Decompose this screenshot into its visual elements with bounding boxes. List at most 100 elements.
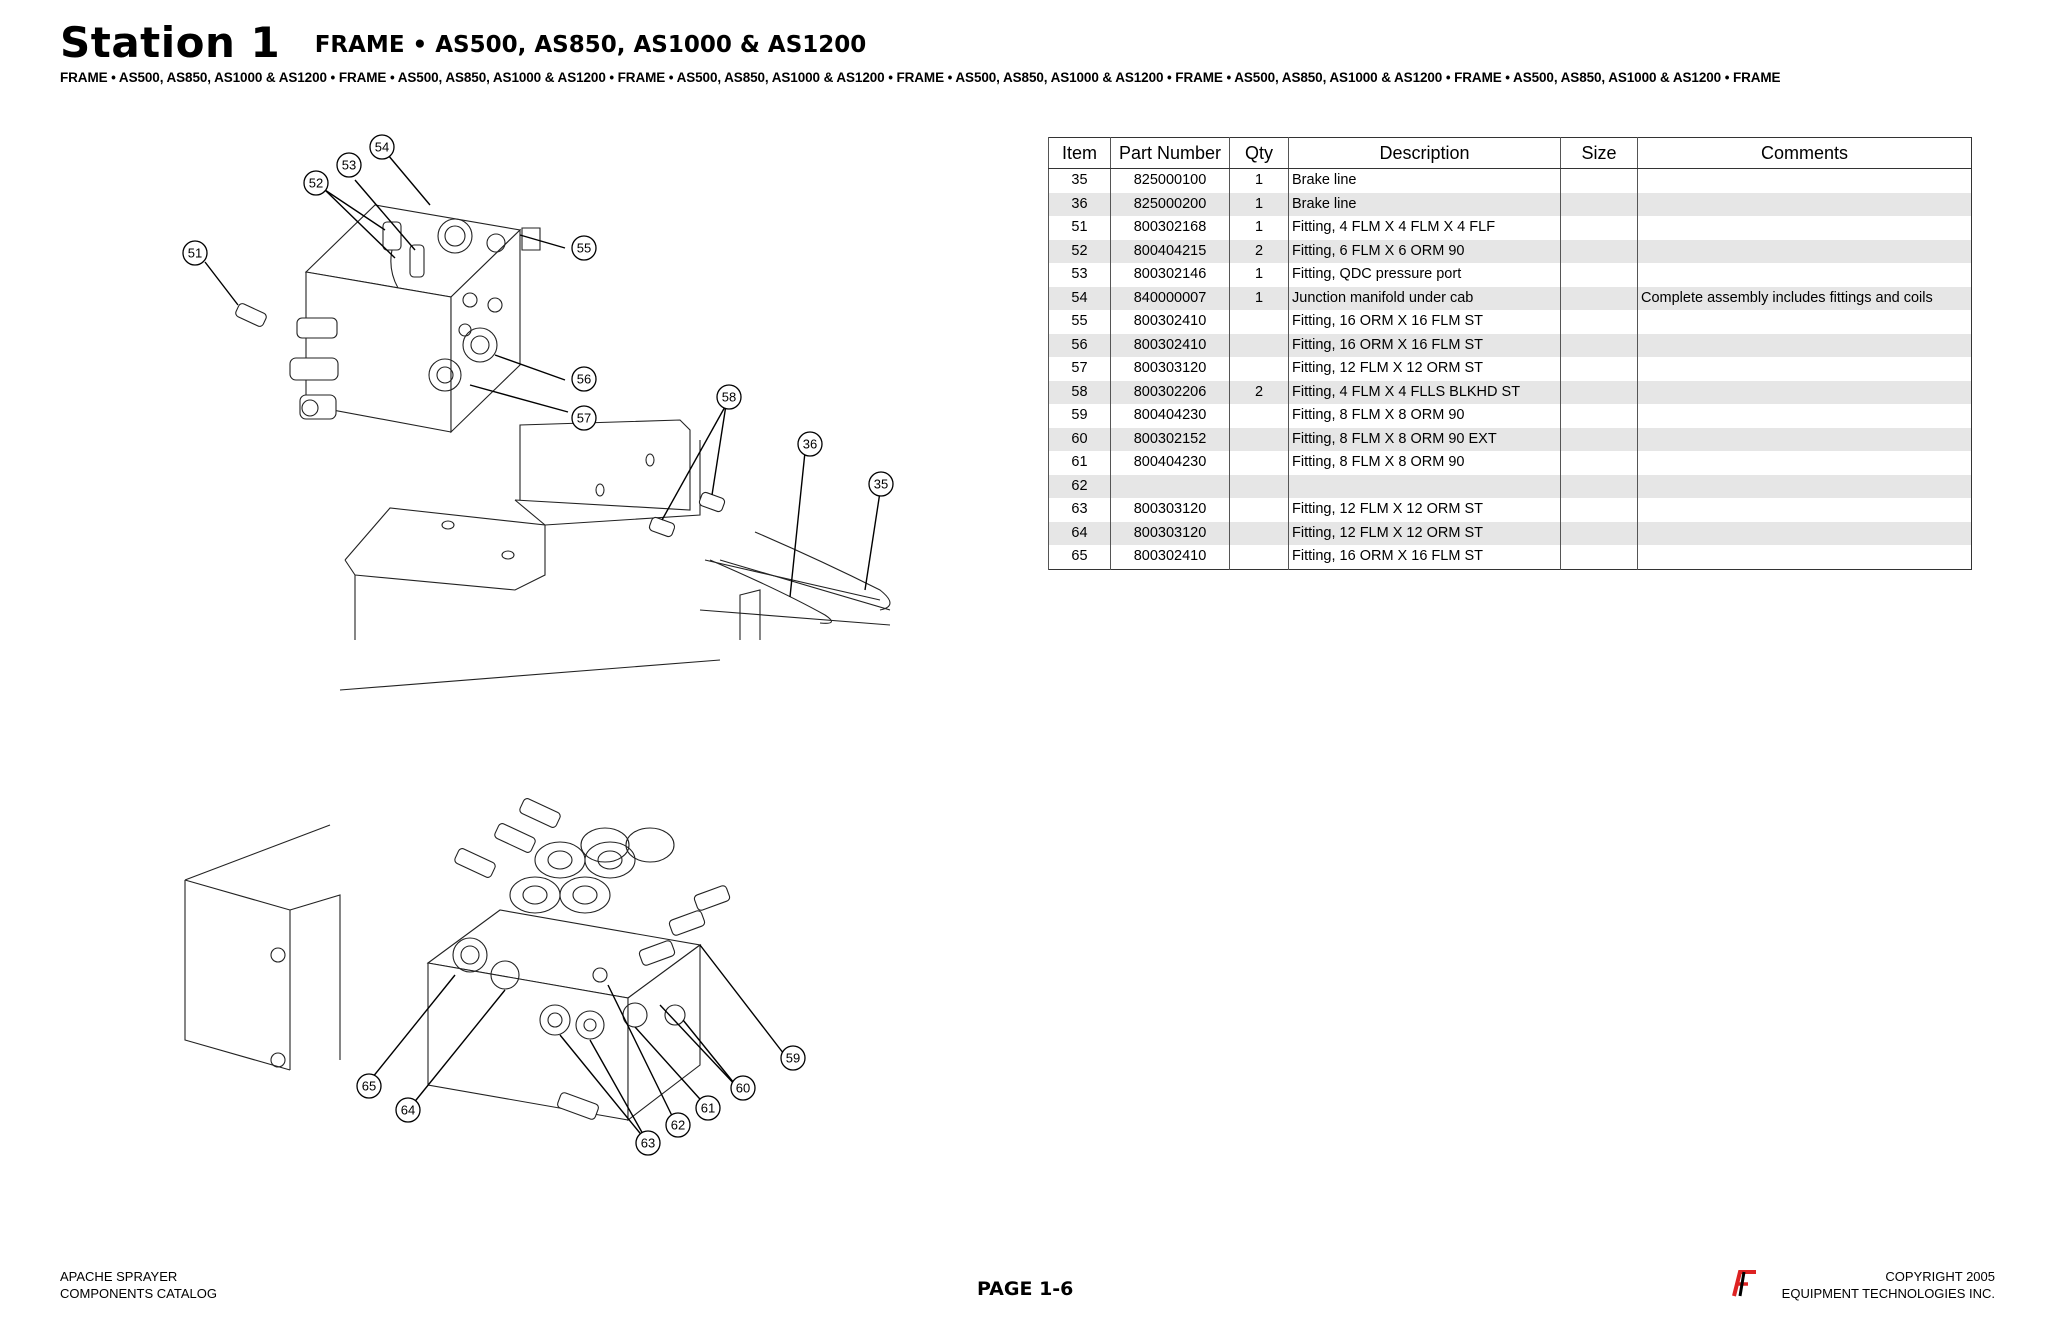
cell-item: 51 bbox=[1048, 216, 1111, 240]
model-title: FRAME • AS500, AS850, AS1000 & AS1200 bbox=[314, 32, 867, 58]
cell-qty bbox=[1229, 427, 1289, 451]
callout-52: 52 bbox=[303, 170, 329, 196]
svg-text:56: 56 bbox=[577, 372, 591, 387]
callout-57: 57 bbox=[571, 405, 597, 431]
cell-description: Fitting, 16 ORM X 16 FLM ST bbox=[1288, 333, 1561, 357]
cell-description: Fitting, 8 FLM X 8 ORM 90 EXT bbox=[1288, 427, 1561, 451]
cell-part-number: 800302410 bbox=[1110, 545, 1230, 569]
cell-size bbox=[1560, 263, 1638, 287]
svg-text:61: 61 bbox=[701, 1101, 715, 1116]
cell-item: 35 bbox=[1048, 168, 1111, 193]
cell-size bbox=[1560, 310, 1638, 334]
cell-part-number: 800404230 bbox=[1110, 451, 1230, 475]
cell-comments bbox=[1637, 333, 1972, 357]
svg-text:55: 55 bbox=[577, 241, 591, 256]
cell-part-number: 800302152 bbox=[1110, 427, 1230, 451]
cell-qty bbox=[1229, 521, 1289, 545]
column-header-part-number: Part Number bbox=[1110, 137, 1230, 169]
cell-size bbox=[1560, 239, 1638, 263]
cell-comments bbox=[1637, 404, 1972, 428]
cell-part-number: 825000100 bbox=[1110, 168, 1230, 193]
column-header-description: Description bbox=[1288, 137, 1561, 169]
header-subline: FRAME • AS500, AS850, AS1000 & AS1200 • … bbox=[60, 70, 1781, 85]
cell-description: Fitting, 12 FLM X 12 ORM ST bbox=[1288, 357, 1561, 381]
cell-description: Fitting, QDC pressure port bbox=[1288, 263, 1561, 287]
table-row: 62 bbox=[1048, 474, 1972, 498]
cell-part-number: 800303120 bbox=[1110, 521, 1230, 545]
cell-item: 52 bbox=[1048, 239, 1111, 263]
svg-text:63: 63 bbox=[641, 1136, 655, 1151]
cell-qty bbox=[1229, 357, 1289, 381]
cell-item: 53 bbox=[1048, 263, 1111, 287]
cell-qty: 1 bbox=[1229, 216, 1289, 240]
cell-size bbox=[1560, 404, 1638, 428]
cell-item: 58 bbox=[1048, 380, 1111, 404]
cell-comments bbox=[1637, 168, 1972, 193]
cell-description: Junction manifold under cab bbox=[1288, 286, 1561, 310]
svg-text:59: 59 bbox=[786, 1051, 800, 1066]
svg-text:65: 65 bbox=[362, 1079, 376, 1094]
parts-diagram: 54 53 52 51 55 56 57 58 36 35 65 64 63 6… bbox=[182, 134, 894, 1156]
cell-part-number: 840000007 bbox=[1110, 286, 1230, 310]
cell-comments bbox=[1637, 357, 1972, 381]
frame-bracket-drawing bbox=[339, 419, 891, 691]
column-header-qty: Qty bbox=[1229, 137, 1289, 169]
svg-text:62: 62 bbox=[671, 1118, 685, 1133]
cell-qty bbox=[1229, 333, 1289, 357]
cell-comments: Complete assembly includes fittings and … bbox=[1637, 286, 1972, 310]
cell-part-number: 800302206 bbox=[1110, 380, 1230, 404]
svg-text:60: 60 bbox=[736, 1081, 750, 1096]
cell-size bbox=[1560, 216, 1638, 240]
callout-65: 65 bbox=[356, 1073, 382, 1099]
callout-54: 54 bbox=[369, 134, 395, 160]
cell-size bbox=[1560, 380, 1638, 404]
valve-assembly-drawing bbox=[184, 798, 731, 1122]
cell-comments bbox=[1637, 427, 1972, 451]
svg-text:54: 54 bbox=[375, 140, 389, 155]
cell-qty bbox=[1229, 545, 1289, 569]
callout-58: 58 bbox=[716, 384, 742, 410]
cell-description bbox=[1288, 474, 1561, 498]
svg-text:53: 53 bbox=[342, 158, 356, 173]
cell-description: Fitting, 8 FLM X 8 ORM 90 bbox=[1288, 451, 1561, 475]
cell-description: Fitting, 16 ORM X 16 FLM ST bbox=[1288, 310, 1561, 334]
cell-description: Brake line bbox=[1288, 192, 1561, 216]
cell-comments bbox=[1637, 310, 1972, 334]
cell-qty bbox=[1229, 474, 1289, 498]
cell-item: 54 bbox=[1048, 286, 1111, 310]
callout-55: 55 bbox=[571, 235, 597, 261]
cell-size bbox=[1560, 474, 1638, 498]
leader-lines bbox=[204, 154, 881, 1144]
cell-description: Fitting, 12 FLM X 12 ORM ST bbox=[1288, 498, 1561, 522]
cell-qty: 1 bbox=[1229, 263, 1289, 287]
cell-size bbox=[1560, 451, 1638, 475]
page-number: PAGE 1-6 bbox=[977, 1278, 1074, 1300]
cell-comments bbox=[1637, 451, 1972, 475]
svg-text:35: 35 bbox=[874, 477, 888, 492]
callout-51: 51 bbox=[182, 240, 208, 266]
cell-size bbox=[1560, 545, 1638, 569]
callout-60: 60 bbox=[730, 1075, 756, 1101]
et-logo-icon bbox=[1732, 1270, 1756, 1297]
svg-text:64: 64 bbox=[401, 1103, 415, 1118]
table-header-row: Item Part Number Qty Description Size Co… bbox=[1048, 137, 1972, 169]
junction-manifold-drawing bbox=[235, 204, 541, 434]
cell-comments bbox=[1637, 521, 1972, 545]
cell-item: 56 bbox=[1048, 333, 1111, 357]
footer-right-line1: COPYRIGHT 2005 bbox=[1885, 1269, 1995, 1284]
cell-item: 59 bbox=[1048, 404, 1111, 428]
callout-62: 62 bbox=[665, 1112, 691, 1138]
cell-item: 57 bbox=[1048, 357, 1111, 381]
callout-53: 53 bbox=[336, 152, 362, 178]
cell-size bbox=[1560, 333, 1638, 357]
callout-59: 59 bbox=[780, 1045, 806, 1071]
callout-64: 64 bbox=[395, 1097, 421, 1123]
